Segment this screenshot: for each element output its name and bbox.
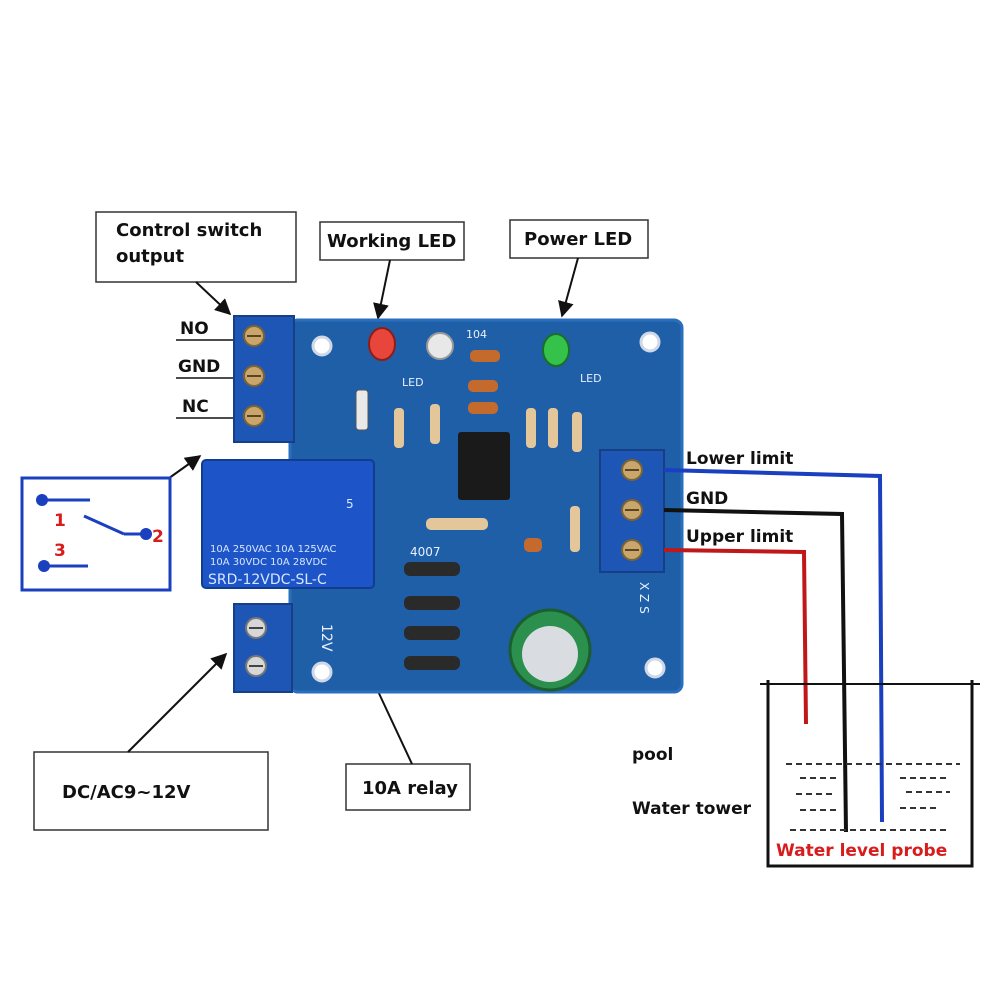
working-led-callout: Working LED [319,221,465,261]
resistor [394,408,404,448]
power-led-callout: Power LED [509,219,649,259]
ic-chip [458,432,510,500]
capacitor [470,350,500,362]
mount-hole [311,335,333,357]
water-lines [786,763,960,831]
resistor [430,404,440,444]
diode-code-mark: 4007 [410,545,441,559]
resistor [426,518,488,530]
pcb-board: LED LED 104 4007 [201,315,684,694]
diode-1n4007 [404,562,460,576]
resistor [548,408,558,448]
led-right-mark: LED [580,372,602,385]
diode [355,389,369,431]
arrow-control-switch [195,281,232,316]
control-switch-output-callout: Control switch output [95,211,297,283]
label-gnd-output: GND [178,357,220,377]
resistor [572,412,582,452]
output-terminal-block [233,315,295,443]
output-terminal-labels: NO GND NC [176,319,244,419]
resistor [570,506,580,552]
power-led: LED [542,333,602,385]
arrow-working-led [373,259,391,320]
diode-1n4007 [404,656,460,670]
probe-labels: Lower limit GND Upper limit [686,449,793,547]
resistor [526,408,536,448]
capacitor [468,380,498,392]
switch-pin2-dot [140,528,152,540]
capacitor [524,538,542,552]
relay-switch-symbol: 1 2 3 [20,476,172,592]
relay-model: SRD-12VDC-SL-C [208,572,327,588]
diode-1n4007 [404,626,460,640]
label-lower-limit: Lower limit [686,449,793,469]
label-water-level-probe: Water level probe [776,841,947,861]
switch-pin3-label: 3 [54,541,66,561]
label-gnd-probe: GND [686,489,728,509]
arrow-power-led [558,257,579,318]
wire-lower-limit [663,468,884,823]
probe-terminal-mark: X Z S [637,582,651,614]
probe-terminal-block [599,449,665,573]
capacitor [468,402,498,414]
callout-power-led: Power LED [524,229,632,250]
supply-voltage-mark: 12V [318,624,334,652]
label-water-tower: Water tower [632,799,752,819]
label-no: NO [180,319,209,339]
relay: 5 10A 250VAC 10A 125VAC 10A 30VDC 10A 28… [201,459,375,589]
cap-code-mark: 104 [466,328,487,341]
working-led: LED [368,327,424,389]
water-tank: pool Water tower Water level probe [632,680,980,868]
supply-callout: DC/AC9~12V [33,751,269,831]
callout-control-switch-line1: Control switch [116,220,262,241]
label-nc: NC [182,397,209,417]
relay-rating-line2: 10A 30VDC 10A 28VDC [210,557,327,568]
wire-upper-limit [663,548,808,725]
callout-supply: DC/AC9~12V [62,782,191,803]
mount-hole [639,331,661,353]
arrow-supply [127,652,228,753]
supply-terminal-block [233,603,293,693]
electrolytic-capacitor-top [522,626,578,682]
switch-pin1-label: 1 [54,511,66,531]
label-upper-limit: Upper limit [686,527,793,547]
transistor [426,332,454,360]
mount-hole [644,657,666,679]
wire-gnd [663,508,848,833]
label-pool: pool [632,745,673,765]
relay-rating-line1: 10A 250VAC 10A 125VAC [210,544,337,555]
callout-working-led: Working LED [327,231,456,252]
diode-1n4007 [404,596,460,610]
probe-wires [663,468,884,833]
callout-control-switch-line2: output [116,246,184,267]
callout-relay: 10A relay [362,778,458,799]
relay-number: 5 [346,497,354,511]
mount-hole [311,661,333,683]
relay-callout: 10A relay [345,763,471,811]
switch-pin2-label: 2 [152,527,164,547]
led-left-mark: LED [402,376,424,389]
